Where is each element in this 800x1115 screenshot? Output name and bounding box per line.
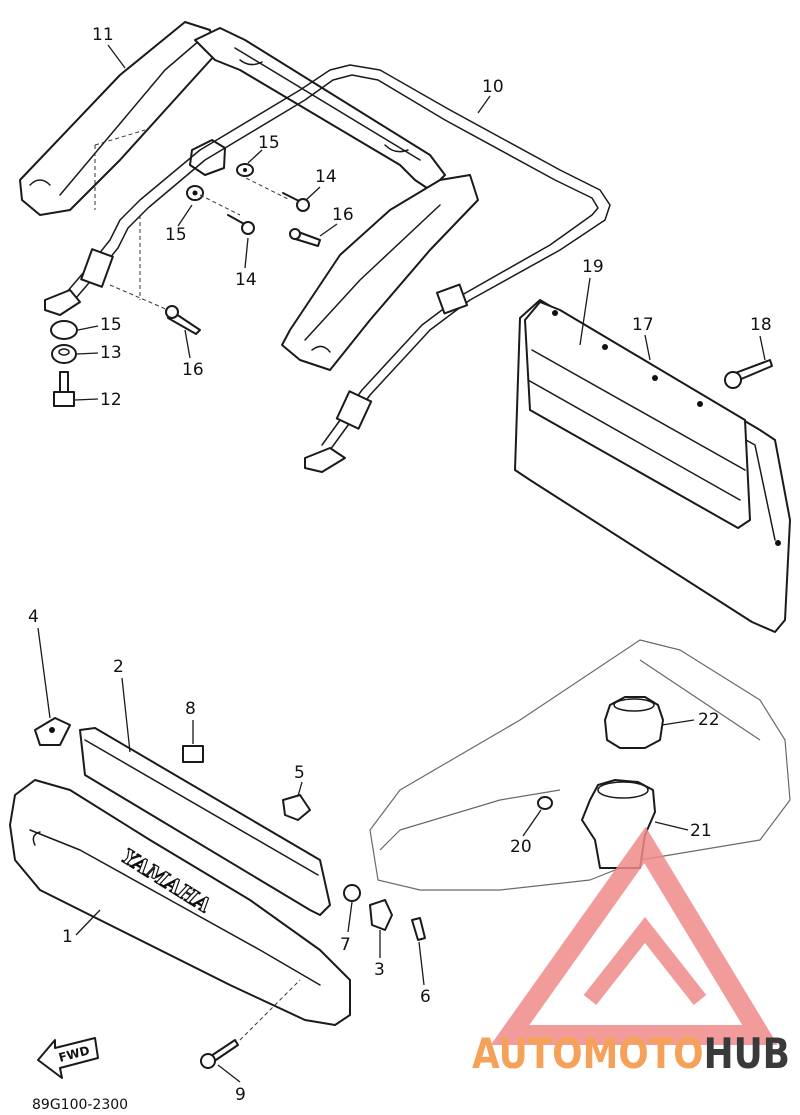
callout-15-c: 15: [100, 315, 122, 335]
watermark-part2: HUB: [704, 1029, 790, 1078]
part-2-stay: [79, 727, 331, 916]
part-7-washer: [343, 884, 361, 902]
part-15-washer-a: [236, 163, 254, 177]
watermark-logo: [490, 826, 778, 1045]
part-4-bracket: [34, 717, 71, 746]
part-21-plug: [537, 796, 553, 810]
part-16-rivet-b: [165, 305, 201, 335]
callout-22: 22: [698, 710, 720, 730]
callout-3: 3: [374, 960, 385, 980]
part-22-cap: [604, 696, 664, 749]
part-11-frame: [189, 27, 479, 371]
callout-16-b: 16: [182, 360, 204, 380]
callout-17: 17: [632, 315, 654, 335]
fwd-arrow-icon: FWD: [37, 1037, 99, 1079]
part-10-grab-bar: [44, 64, 611, 473]
callout-9: 9: [235, 1085, 246, 1105]
callout-13: 13: [100, 343, 122, 363]
callout-12: 12: [100, 390, 122, 410]
callout-4: 4: [28, 607, 39, 627]
callout-14-a: 14: [315, 167, 337, 187]
part-18-screw: [724, 359, 773, 389]
part-11-rear-pad: [19, 21, 216, 216]
callout-18: 18: [750, 315, 772, 335]
part-5-clip: [282, 794, 311, 821]
callout-15-b: 15: [165, 225, 187, 245]
part-code: 89G100-2300: [32, 1097, 128, 1113]
callout-10: 10: [482, 77, 504, 97]
part-14-screw-a: [282, 192, 310, 212]
part-15-washer-b: [186, 185, 204, 201]
watermark-text: AUTOMOTOHUB: [472, 1029, 790, 1078]
callout-21: 20: [510, 837, 532, 857]
callout-1: 1: [62, 927, 73, 947]
part-8-label: [182, 745, 204, 763]
callout-15-a: 15: [258, 133, 280, 153]
callout-11: 11: [92, 25, 114, 45]
callout-8: 8: [185, 699, 196, 719]
callout-6: 6: [420, 987, 431, 1007]
callout-16-a: 16: [332, 205, 354, 225]
part-3-bracket: [369, 899, 393, 931]
callout-2: 2: [113, 657, 124, 677]
part-15-washer-c: [50, 320, 78, 340]
part-9-screw: [200, 1039, 239, 1069]
part-14-screw-b: [227, 214, 255, 235]
callout-7: 7: [340, 935, 351, 955]
part-13-nut: [51, 344, 77, 364]
part-6-pin: [411, 917, 426, 941]
callout-19: 19: [582, 257, 604, 277]
callout-5: 5: [294, 763, 305, 783]
part-12-bolt: [53, 371, 75, 407]
part-19-bracket: [524, 301, 781, 546]
part-16-rivet-a: [289, 228, 321, 247]
callouts: 11 10 15 14 16 15 14 15 13 12 16 19 17 1…: [28, 25, 772, 1105]
callout-14-b: 14: [235, 270, 257, 290]
watermark-part1: AUTOMOTO: [472, 1029, 704, 1078]
body-outline: [369, 639, 791, 891]
callout-20: 21: [690, 821, 712, 841]
